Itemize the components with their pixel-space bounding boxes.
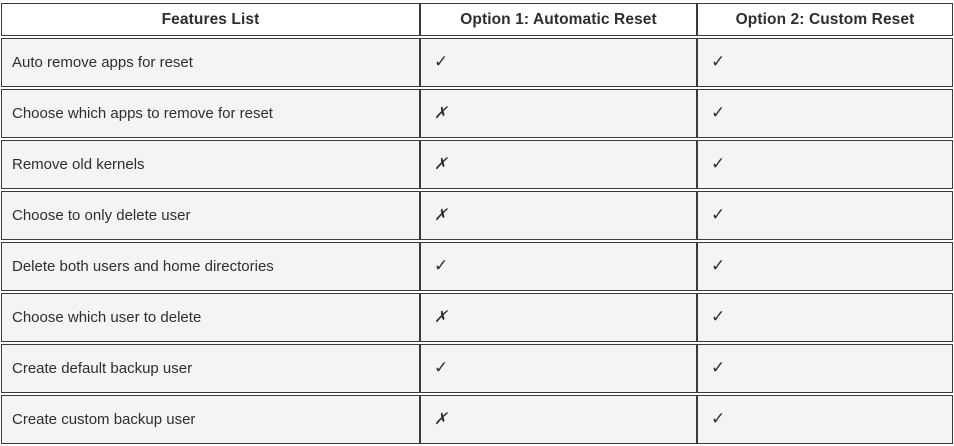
feature-name-cell: Choose which apps to remove for reset	[1, 89, 420, 138]
support-cell-option-2: ✓	[697, 395, 953, 444]
table-row: Choose which apps to remove for reset ✗ ✓	[1, 89, 953, 138]
check-icon: ✓	[711, 51, 726, 71]
table-row: Create default backup user ✓ ✓	[1, 344, 953, 393]
column-header-features-list: Features List	[1, 3, 420, 36]
check-icon: ✓	[711, 102, 726, 122]
check-icon: ✓	[434, 51, 449, 71]
support-cell-option-1: ✗	[420, 191, 697, 240]
support-cell-option-1: ✗	[420, 89, 697, 138]
support-cell-option-1: ✓	[420, 38, 697, 87]
table-body: Auto remove apps for reset✓✓Choose which…	[1, 38, 953, 444]
support-cell-option-1: ✗	[420, 395, 697, 444]
support-cell-option-1: ✓	[420, 344, 697, 393]
support-cell-option-2: ✓	[697, 191, 953, 240]
support-cell-option-1: ✗	[420, 293, 697, 342]
feature-name-cell: Delete both users and home directories	[1, 242, 420, 291]
support-cell-option-2: ✓	[697, 293, 953, 342]
check-icon: ✓	[711, 153, 726, 173]
table-row: Choose which user to delete ✗ ✓	[1, 293, 953, 342]
table-row: Create custom backup user ✗ ✓	[1, 395, 953, 444]
feature-name-cell: Remove old kernels	[1, 140, 420, 189]
support-cell-option-2: ✓	[697, 344, 953, 393]
table-header-row: Features List Option 1: Automatic Reset …	[1, 3, 953, 36]
column-header-option-2: Option 2: Custom Reset	[697, 3, 953, 36]
check-icon: ✓	[434, 357, 449, 377]
feature-name-cell: Create default backup user	[1, 344, 420, 393]
support-cell-option-2: ✓	[697, 89, 953, 138]
table-header: Features List Option 1: Automatic Reset …	[1, 3, 953, 36]
table-row: Choose to only delete user ✗ ✓	[1, 191, 953, 240]
check-icon: ✓	[711, 306, 726, 326]
column-header-option-1: Option 1: Automatic Reset	[420, 3, 697, 36]
cross-icon: ✗	[434, 206, 448, 224]
support-cell-option-1: ✓	[420, 242, 697, 291]
feature-name-cell: Auto remove apps for reset	[1, 38, 420, 87]
feature-name-cell: Choose to only delete user	[1, 191, 420, 240]
table-row: Delete both users and home directories ✓ ✓	[1, 242, 953, 291]
support-cell-option-1: ✗	[420, 140, 697, 189]
support-cell-option-2: ✓	[697, 140, 953, 189]
check-icon: ✓	[711, 357, 726, 377]
cross-icon: ✗	[434, 155, 448, 173]
check-icon: ✓	[711, 255, 726, 275]
support-cell-option-2: ✓	[697, 38, 953, 87]
check-icon: ✓	[434, 255, 449, 275]
feature-name-cell: Choose which user to delete	[1, 293, 420, 342]
cross-icon: ✗	[434, 308, 448, 326]
table-row: Remove old kernels ✗ ✓	[1, 140, 953, 189]
check-icon: ✓	[711, 408, 726, 428]
cross-icon: ✗	[434, 410, 448, 428]
check-icon: ✓	[711, 204, 726, 224]
cross-icon: ✗	[434, 104, 448, 122]
feature-name-cell: Create custom backup user	[1, 395, 420, 444]
table-row: Auto remove apps for reset ✓ ✓	[1, 38, 953, 87]
support-cell-option-2: ✓	[697, 242, 953, 291]
